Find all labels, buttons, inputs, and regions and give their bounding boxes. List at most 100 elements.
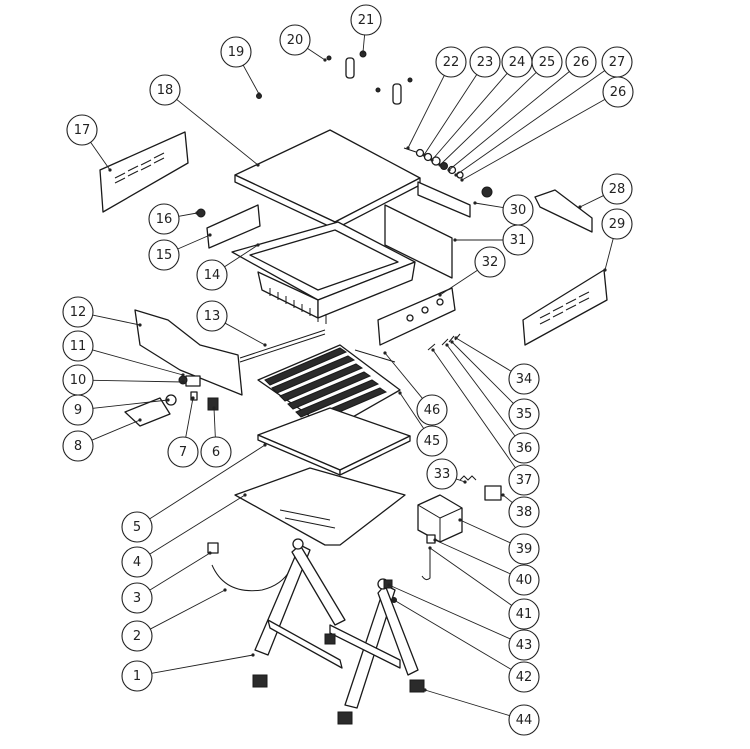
callout-number: 19 [228,45,245,60]
callout-pointer-dot [603,268,607,272]
callout-pointer-dot [181,380,185,384]
part-fastener-set [403,147,464,179]
part-control-panel [377,287,456,346]
callout-pointer-dot [445,343,449,347]
callout-8: 8 [62,418,142,462]
callout-number: 5 [133,520,141,535]
callout-number: 32 [482,255,499,270]
callout-pointer-dot [458,518,462,522]
callout-26: 26 [447,46,597,172]
callout-leader-line [604,238,614,271]
callout-pointer-dot [208,233,212,237]
callout-bubble [435,46,467,78]
callout-19: 19 [220,36,261,96]
callout-pointer-dot [454,336,458,340]
callout-leader-line [224,244,259,268]
callout-pointer-dot [438,293,442,297]
part-mount-30 [417,181,471,218]
callout-32: 32 [438,246,506,297]
callout-number: 37 [516,473,533,488]
callout-number: 44 [516,713,533,728]
callout-pointer-dot [423,688,427,692]
callout-number: 1 [133,669,141,684]
callout-pointer-dot [191,396,195,400]
callout-bubble [601,208,633,240]
callout-pointer-dot [433,538,437,542]
callout-leader-line [242,64,260,95]
callout-number: 33 [434,467,451,482]
callout-bubble [508,598,540,630]
callout-number: 14 [204,268,221,283]
callout-37: 37 [431,348,540,496]
callout-number: 16 [156,212,173,227]
callout-leader-line [177,234,211,250]
callout-pointer-dot [447,168,451,172]
callout-20: 20 [279,24,327,62]
callout-pointer-dot [460,178,464,182]
part-bottom-tray [234,467,406,546]
callout-bubble [62,296,94,328]
callout-number: 4 [133,555,141,570]
callout-14: 14 [196,243,260,291]
callout-22: 22 [406,46,467,150]
callout-bubble [279,24,311,56]
callout-leader-line [407,75,445,149]
callout-pointer-dot [453,238,457,242]
callout-leader-line [474,202,504,209]
callout-11: 11 [62,330,185,377]
callout-bubble [602,76,634,108]
callout-10: 10 [62,364,185,396]
callout-number: 36 [516,441,533,456]
part-clip-38 [484,485,502,501]
callout-number: 26 [610,85,627,100]
callout-44: 44 [423,688,540,736]
part-terminal-6 [207,397,219,411]
callout-36: 36 [445,343,540,464]
part-bracket-15 [206,204,261,249]
callout-bubble [508,533,540,565]
callout-12: 12 [62,296,142,328]
callout-bubble [62,330,94,362]
callout-pointer-dot [256,163,260,167]
callout-bubble [508,661,540,693]
callout-4: 4 [121,493,247,578]
callout-pointer-dot [243,493,247,497]
callout-45: 45 [398,391,448,457]
callout-leader-line [461,98,606,181]
callout-number: 30 [510,203,527,218]
callout-bubble [508,464,540,496]
callout-pointer-dot [392,598,396,602]
callout-9: 9 [62,394,170,426]
callout-leader-line [434,539,511,575]
callout-leader-line [429,547,512,606]
callout-number: 39 [516,542,533,557]
callout-bubble [416,425,448,457]
callout-pointer-dot [181,373,185,377]
callout-bubble [508,398,540,430]
callout-bubble [601,173,633,205]
callout-17: 17 [66,114,112,172]
callout-23: 23 [422,46,501,157]
callout-number: 28 [609,182,626,197]
callout-number: 20 [287,33,304,48]
callout-pointer-dot [256,243,260,247]
callout-3: 3 [121,551,212,614]
callout-leader-line [446,344,516,437]
callout-leader-line [431,73,508,161]
callout-26: 26 [460,76,634,182]
callout-leader-line [92,379,184,383]
part-clip-7 [190,391,198,401]
callout-13: 13 [196,300,267,347]
callout-bubble [508,432,540,464]
part-handle-rail [246,57,402,164]
callout-25: 25 [438,46,563,167]
callout-pointer-dot [263,343,267,347]
callout-pointer-dot [431,348,435,352]
callout-number: 11 [70,339,87,354]
callout-bubble [469,46,501,78]
callout-41: 41 [428,546,540,630]
callout-pointer-dot [208,551,212,555]
callout-pointer-dot [454,173,458,177]
callout-pointer-dot [438,163,442,167]
